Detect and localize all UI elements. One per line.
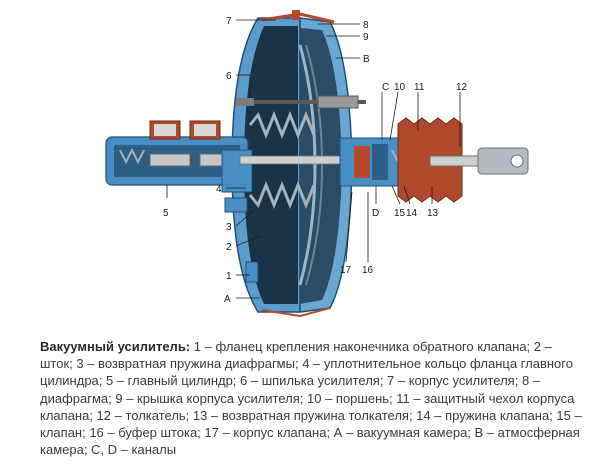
label-6: 6 [226,71,232,82]
booster-housing [231,10,353,318]
label-14: 14 [406,208,418,219]
booster-stud-bolts [236,95,366,109]
label-1: 1 [226,271,232,282]
label-4: 4 [216,184,222,195]
label-7: 7 [226,16,232,27]
label-10: 10 [394,82,406,93]
label-8: 8 [363,20,369,31]
label-A: A [224,294,231,305]
label-D: D [372,208,379,219]
return-spring [248,110,316,210]
diaphragm [298,44,324,286]
label-9: 9 [363,32,369,43]
figure-caption: Вакуумный усилитель: 1 – фланец креплени… [40,338,588,458]
label-5: 5 [163,208,169,219]
label-B: B [363,54,370,65]
label-13: 13 [427,208,439,219]
label-3: 3 [226,222,232,233]
caption-title: Вакуумный усилитель: [40,339,191,354]
label-11: 11 [414,82,425,93]
callouts: 7 8 9 B 6 C 10 11 12 4 5 3 2 [163,16,468,305]
master-cylinder [105,120,253,213]
label-17: 17 [340,265,352,276]
label-2: 2 [226,242,232,253]
check-valve-flange [245,261,259,283]
label-16: 16 [362,265,374,276]
caption-body: 1 – фланец крепления наконечника обратно… [40,339,582,458]
label-15: 15 [394,208,406,219]
label-12: 12 [456,82,468,93]
booster-cutaway-diagram: 7 8 9 B 6 C 10 11 12 4 5 3 2 [105,10,529,318]
push-rod-clevis [429,147,529,175]
label-C: C [382,82,389,93]
